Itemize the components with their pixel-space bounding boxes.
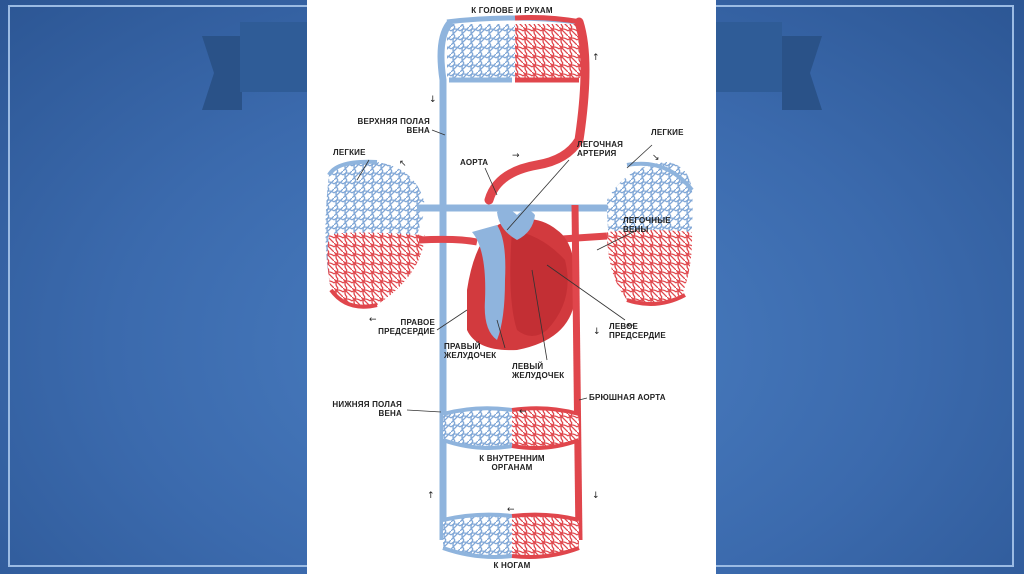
arrow-up-icon: ↑ — [592, 53, 600, 63]
circulation-svg: ↓ ↑ ↖ → ↘ ← ← ↓ ← ↑ ↓ ← — [325, 15, 694, 559]
label-abdominal-aorta: БРЮШНАЯ АОРТА — [589, 393, 666, 402]
label-legs: К НОГАМ — [493, 561, 531, 570]
label-pulmonary-artery: ЛЕГОЧНАЯ АРТЕРИЯ — [577, 140, 624, 158]
label-ivc: НИЖНЯЯ ПОЛАЯ ВЕНА — [332, 400, 402, 418]
arrow-left-icon: ← — [519, 407, 527, 417]
arrow-right-icon: → — [512, 151, 520, 161]
abdominal-aorta — [571, 204, 583, 541]
leader-lines — [356, 129, 653, 413]
arrow-down-icon: ↓ — [593, 327, 601, 337]
label-head: К ГОЛОВЕ И РУКАМ — [471, 6, 553, 15]
capillary-bed-organs — [442, 406, 580, 450]
aorta-upper — [484, 17, 590, 205]
arrow-left-icon: ← — [507, 505, 515, 515]
ribbon-right — [716, 22, 782, 92]
heart — [467, 209, 576, 351]
arrow-downright-icon: ↘ — [652, 153, 660, 163]
label-lungs-right: ЛЕГКИЕ — [651, 128, 684, 137]
label-left-atrium: ЛЕВОЕ ПРЕДСЕРДИЕ — [609, 322, 666, 340]
label-organs: К ВНУТРЕННИМ ОРГАНАМ — [479, 454, 545, 472]
superior-vena-cava — [437, 20, 453, 284]
lung-right — [607, 161, 694, 306]
capillary-bed-head — [446, 15, 582, 83]
ribbon-left — [240, 22, 310, 92]
lung-left — [325, 159, 425, 309]
arrow-left-icon: ← — [627, 321, 635, 331]
label-pulmonary-veins: ЛЕГОЧНЫЕ ВЕНЫ — [623, 216, 671, 234]
arrow-down-icon: ↓ — [592, 491, 600, 501]
circulation-diagram: ↓ ↑ ↖ → ↘ ← ← ↓ ← ↑ ↓ ← К ГОЛОВЕ И РУКАМ… — [307, 0, 716, 574]
label-aorta: АОРТА — [460, 158, 489, 167]
arrow-upleft-icon: ↖ — [399, 159, 407, 169]
label-right-atrium: ПРАВОЕ ПРЕДСЕРДИЕ — [378, 318, 435, 336]
capillary-bed-legs — [442, 512, 580, 559]
label-right-ventricle: ПРАВЫЙ ЖЕЛУДОЧЕК — [444, 342, 497, 360]
label-svc: ВЕРХНЯЯ ПОЛАЯ ВЕНА — [357, 117, 430, 135]
arrow-down-icon: ↓ — [429, 95, 437, 105]
label-left-ventricle: ЛЕВЫЙ ЖЕЛУДОЧЕК — [512, 362, 565, 380]
arrow-left-icon: ← — [369, 315, 377, 325]
label-lungs-left: ЛЕГКИЕ — [333, 148, 366, 157]
flow-arrows: ↓ ↑ ↖ → ↘ ← ← ↓ ← ↑ ↓ ← — [369, 53, 660, 515]
arrow-up-icon: ↑ — [427, 491, 435, 501]
